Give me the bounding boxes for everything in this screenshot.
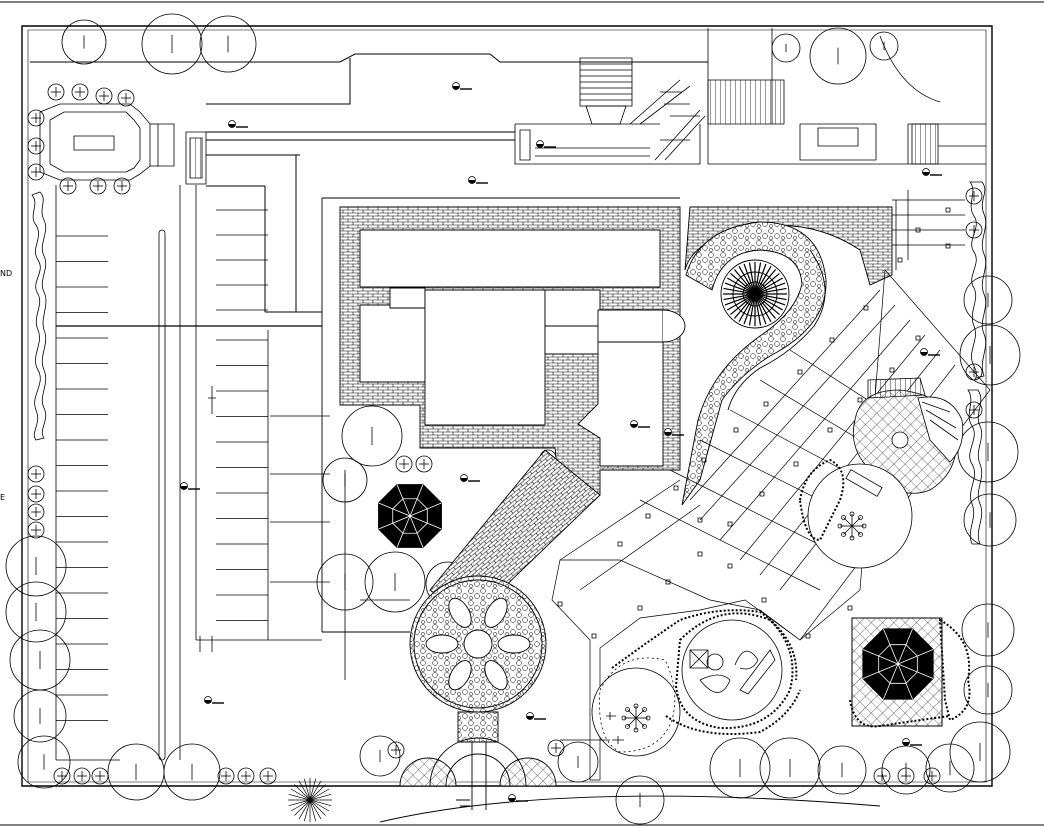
plaza-grid bbox=[552, 270, 990, 780]
fountain-petals bbox=[426, 594, 530, 693]
shrubs bbox=[28, 84, 982, 784]
lawn-circle-upper bbox=[808, 464, 912, 568]
main-building bbox=[322, 198, 892, 632]
parking-stalls-top bbox=[216, 210, 268, 310]
pool-pavilion bbox=[40, 104, 206, 184]
left-edge-label-lower: E bbox=[0, 493, 6, 502]
entrance-arch bbox=[380, 738, 880, 822]
left-hedge bbox=[32, 192, 46, 440]
rosette-ornament bbox=[723, 262, 787, 326]
playground bbox=[592, 613, 793, 756]
left-edge-label-upper: ND bbox=[0, 269, 13, 278]
parking-stalls-left bbox=[56, 236, 108, 721]
parking-lot bbox=[56, 185, 322, 760]
trees bbox=[6, 14, 1020, 824]
top-utility-lines bbox=[30, 54, 708, 312]
parking-stalls-right bbox=[216, 340, 268, 621]
misc-lines bbox=[270, 190, 965, 740]
shrub-masses bbox=[612, 460, 950, 734]
rosette-plaza bbox=[682, 222, 826, 505]
entry-steps bbox=[515, 28, 986, 164]
circular-fountain-plaza bbox=[410, 576, 546, 742]
plaza-posts bbox=[558, 208, 950, 638]
gazebo-left bbox=[379, 485, 442, 548]
starburst-tree bbox=[288, 778, 332, 822]
right-hedge bbox=[968, 182, 986, 544]
annotation-tags bbox=[181, 83, 943, 802]
gazebo-right bbox=[852, 618, 970, 726]
